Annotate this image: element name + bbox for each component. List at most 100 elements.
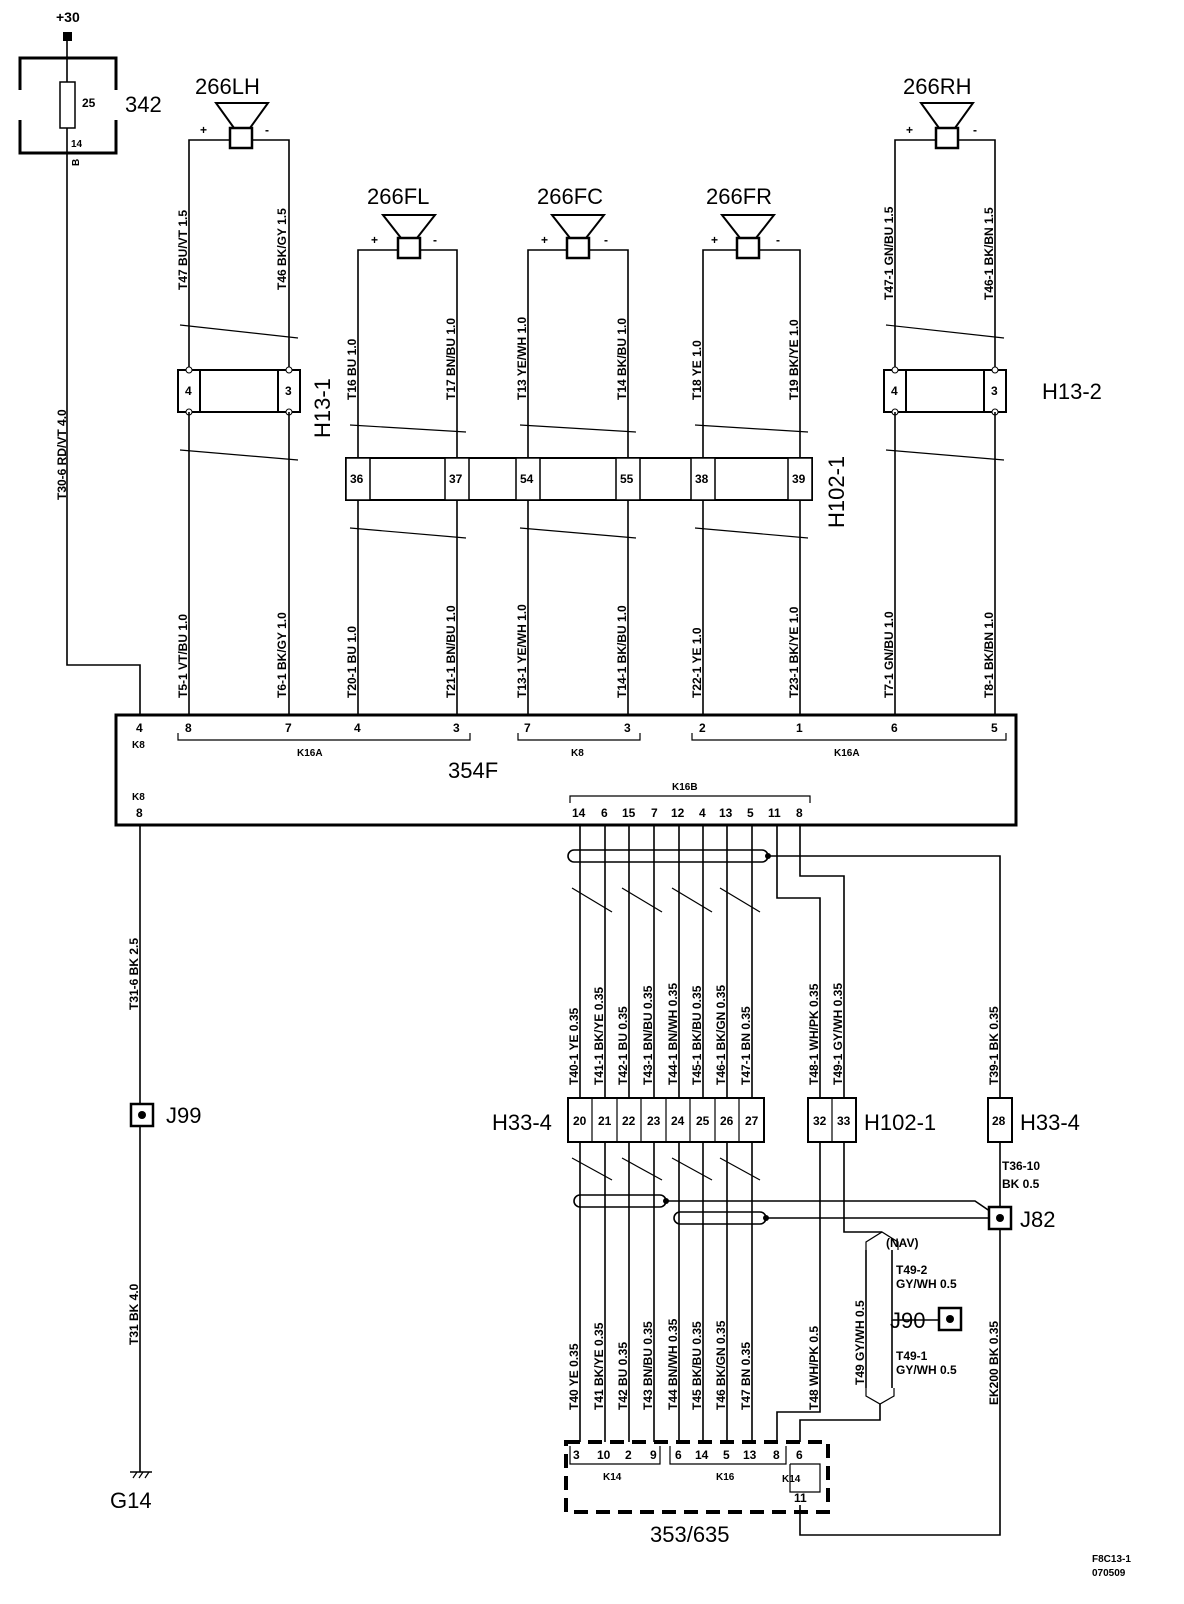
connector-h102-1-top: 36 37 54 55 38 39: [345, 457, 813, 501]
svg-text:T36-10: T36-10: [1002, 1159, 1040, 1173]
fuse-pin: 14: [71, 139, 83, 150]
module-354f-top-pins: 4 K8 8 7 4 3 7 3 2 1 6 5: [132, 721, 998, 751]
svg-text:7: 7: [524, 721, 531, 735]
svg-text:6: 6: [601, 806, 608, 820]
svg-text:37: 37: [449, 472, 463, 486]
svg-text:7: 7: [285, 721, 292, 735]
svg-text:T40 YE 0.35: T40 YE 0.35: [567, 1343, 581, 1410]
module-354f-id: 354F: [448, 758, 498, 783]
svg-text:8: 8: [773, 1448, 780, 1462]
connector-h13-2: 4 3: [883, 366, 1007, 416]
connector-h33-4-main-label: H33-4: [492, 1110, 552, 1135]
svg-text:T47-1 BN 0.35: T47-1 BN 0.35: [739, 1006, 753, 1085]
svg-text:T46-1 BK/BN 1.5: T46-1 BK/BN 1.5: [982, 207, 996, 300]
svg-text:K14: K14: [603, 1472, 622, 1483]
module-354f-bottom-pins: 14 6 15 7 12 4 13 5 11 8: [572, 806, 803, 820]
svg-text:9: 9: [650, 1448, 657, 1462]
svg-text:(NAV): (NAV): [886, 1236, 918, 1250]
svg-text:3: 3: [453, 721, 460, 735]
module-353-635-pins: 3 10 2 9 6 14 5 13 8 6 11: [573, 1448, 807, 1505]
svg-text:K16A: K16A: [834, 748, 860, 759]
svg-text:K16B: K16B: [672, 782, 698, 793]
wire-t31-6: T31-6 BK 2.5: [127, 938, 141, 1010]
svg-text:-: -: [433, 233, 437, 247]
svg-text:T46-1 BK/GN 0.35: T46-1 BK/GN 0.35: [714, 985, 728, 1085]
svg-text:11: 11: [768, 806, 781, 820]
svg-text:36: 36: [350, 472, 364, 486]
svg-text:T19 BK/YE 1.0: T19 BK/YE 1.0: [787, 319, 801, 400]
svg-text:6: 6: [675, 1448, 682, 1462]
svg-text:24: 24: [671, 1114, 685, 1128]
fuse-symbol: [59, 81, 76, 129]
svg-text:-: -: [265, 123, 269, 137]
svg-text:T44 BN/WH 0.35: T44 BN/WH 0.35: [666, 1318, 680, 1410]
svg-text:T42-1 BU 0.35: T42-1 BU 0.35: [616, 1006, 630, 1085]
svg-text:T41-1 BK/YE 0.35: T41-1 BK/YE 0.35: [592, 987, 606, 1085]
svg-text:T14-1 BK/BU 1.0: T14-1 BK/BU 1.0: [615, 605, 629, 698]
svg-text:T39-1 BK 0.35: T39-1 BK 0.35: [987, 1006, 1001, 1085]
wire-t31: T31 BK 4.0: [127, 1283, 141, 1345]
svg-text:10: 10: [597, 1448, 611, 1462]
svg-text:4: 4: [699, 806, 706, 820]
svg-text:15: 15: [622, 806, 636, 820]
svg-text:25: 25: [696, 1114, 710, 1128]
splice-j82-label: J82: [1020, 1207, 1055, 1232]
module-353-635-id: 353/635: [650, 1522, 730, 1547]
power-terminal: [63, 32, 72, 41]
svg-text:T47-1 GN/BU 1.5: T47-1 GN/BU 1.5: [882, 206, 896, 300]
svg-text:T45-1 BK/BU 0.35: T45-1 BK/BU 0.35: [690, 985, 704, 1085]
connector-h13-2-label: H13-2: [1042, 379, 1102, 404]
fuse-rating: 25: [82, 96, 96, 110]
svg-text:T48 WH/PK 0.5: T48 WH/PK 0.5: [807, 1326, 821, 1410]
fuse-pin-letter: B: [71, 159, 82, 166]
connector-h13-1: 4 3: [177, 366, 301, 416]
svg-text:14: 14: [572, 806, 586, 820]
svg-text:4: 4: [185, 384, 192, 398]
svg-text:T18 YE 1.0: T18 YE 1.0: [690, 340, 704, 400]
svg-text:T14 BK/BU 1.0: T14 BK/BU 1.0: [615, 318, 629, 400]
svg-text:T16 BU 1.0: T16 BU 1.0: [345, 338, 359, 400]
svg-text:T23-1 BK/YE 1.0: T23-1 BK/YE 1.0: [787, 606, 801, 698]
svg-text:T41 BK/YE 0.35: T41 BK/YE 0.35: [592, 1322, 606, 1410]
svg-text:K8: K8: [571, 748, 584, 759]
splice-j99: [129, 1102, 155, 1128]
svg-text:+: +: [200, 123, 207, 137]
splice-j99-label: J99: [166, 1103, 201, 1128]
svg-text:13: 13: [743, 1448, 757, 1462]
svg-text:T46 BK/GY 1.5: T46 BK/GY 1.5: [275, 208, 289, 290]
svg-text:22: 22: [622, 1114, 636, 1128]
svg-text:K16A: K16A: [297, 748, 323, 759]
svg-text:+: +: [906, 123, 913, 137]
wire-ek200: EK200 BK 0.35: [987, 1321, 1001, 1405]
speaker-266fr-id: 266FR: [706, 184, 772, 209]
footer-date: 070509: [1092, 1568, 1126, 1579]
svg-text:K16: K16: [716, 1472, 735, 1483]
fuse-id: 342: [125, 92, 162, 117]
speaker-266fl-id: 266FL: [367, 184, 429, 209]
svg-text:T7-1 GN/BU 1.0: T7-1 GN/BU 1.0: [882, 611, 896, 698]
svg-text:21: 21: [598, 1114, 612, 1128]
svg-text:-: -: [973, 123, 977, 137]
module-353-635: [564, 1440, 830, 1514]
svg-text:K8: K8: [132, 792, 145, 803]
svg-text:54: 54: [520, 472, 534, 486]
svg-text:4: 4: [354, 721, 361, 735]
svg-text:3: 3: [624, 721, 631, 735]
svg-text:+: +: [371, 233, 378, 247]
svg-text:12: 12: [671, 806, 685, 820]
speaker-266fc-id: 266FC: [537, 184, 603, 209]
speaker-266lh-icon: [214, 102, 270, 150]
svg-text:4: 4: [891, 384, 898, 398]
svg-text:28: 28: [992, 1114, 1006, 1128]
svg-text:T49-1 GY/WH 0.35: T49-1 GY/WH 0.35: [831, 983, 845, 1085]
svg-text:T46 BK/GN 0.35: T46 BK/GN 0.35: [714, 1320, 728, 1410]
svg-text:5: 5: [747, 806, 754, 820]
wire-t49: T49 GY/WH 0.5: [853, 1300, 867, 1385]
svg-text:+: +: [541, 233, 548, 247]
speaker-266rh-icon: [919, 102, 975, 150]
speaker-266rh-id: 266RH: [903, 74, 971, 99]
connector-h13-1-label: H13-1: [310, 378, 335, 438]
connector-h33-4-right: 28: [987, 1097, 1013, 1143]
splice-j90: [937, 1306, 963, 1332]
